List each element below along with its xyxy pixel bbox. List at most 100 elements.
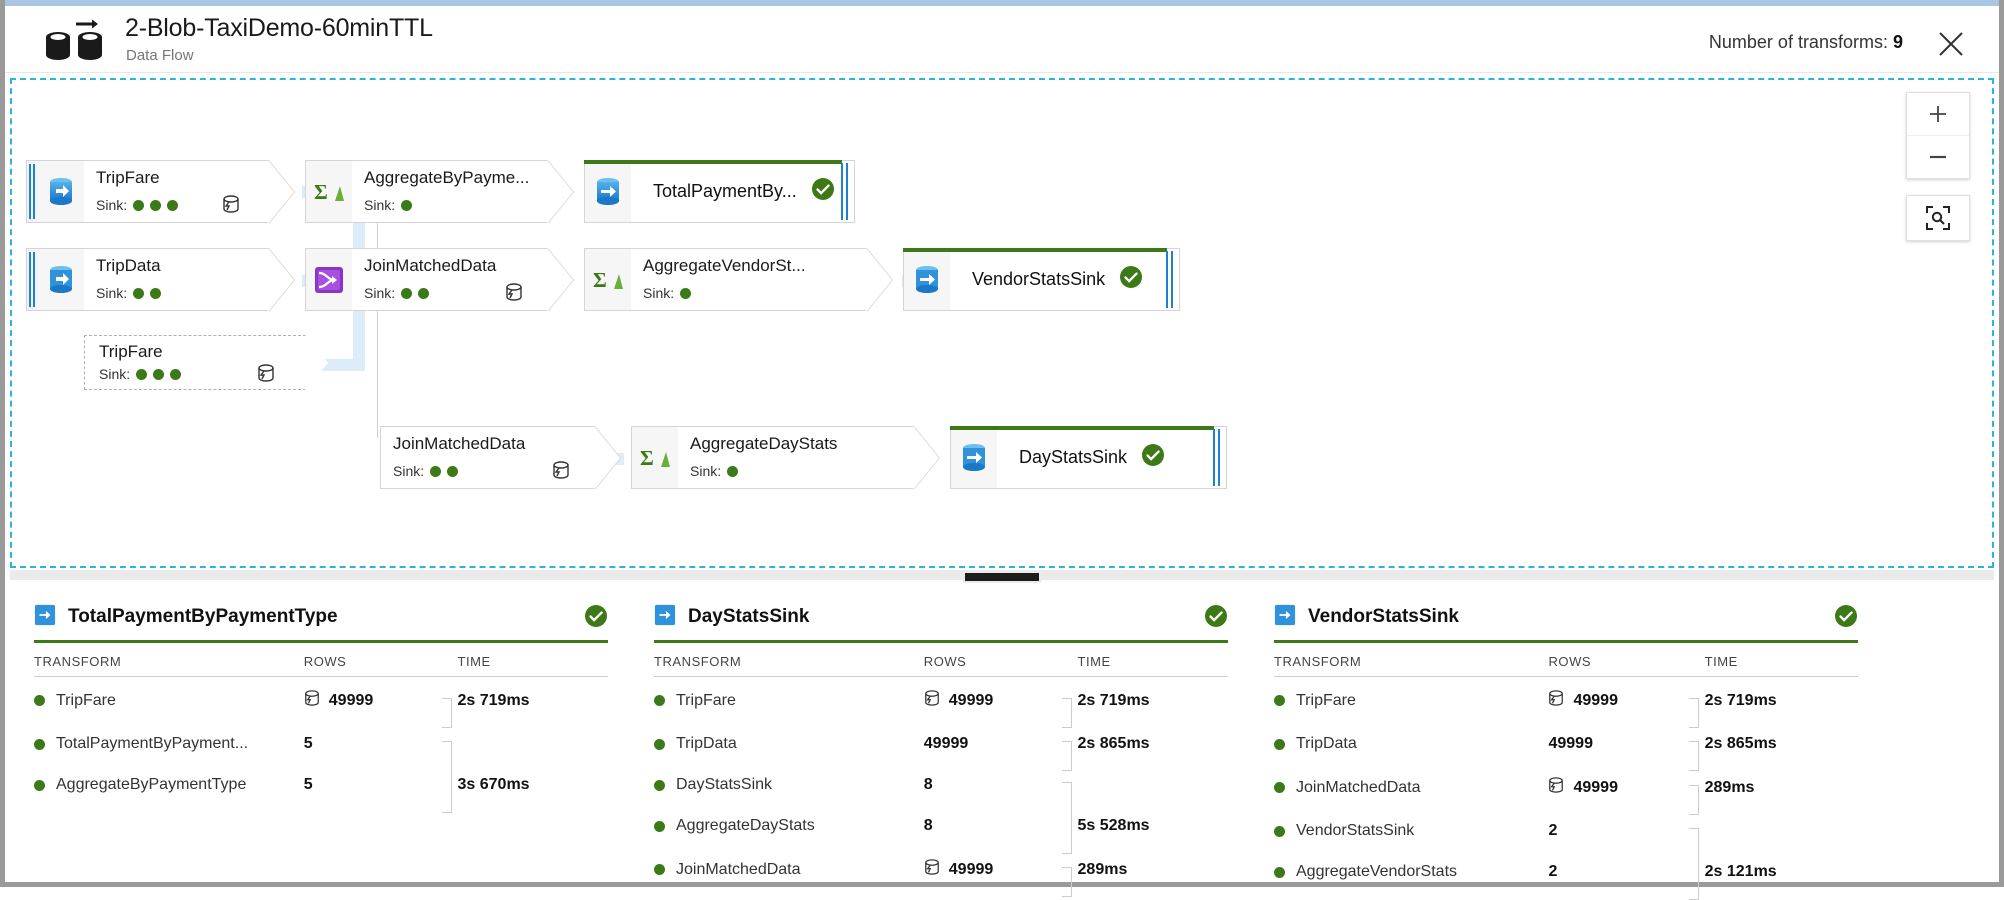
sink-dot xyxy=(727,465,739,477)
sink-edge-stripe xyxy=(841,163,852,220)
sink-dot xyxy=(153,368,165,380)
column-header-transform: TRANSFORM xyxy=(1274,645,1549,677)
cell-transform: JoinMatchedData xyxy=(1274,764,1548,810)
node-aggregate-vendor-stats[interactable]: AggregateVendorSt... Sink: xyxy=(631,248,867,311)
node-tripfare[interactable]: TripFare Sink: xyxy=(84,160,269,223)
cell-transform: DayStatsSink xyxy=(654,764,924,805)
time-value: 2s 719ms xyxy=(457,691,530,709)
node-aggregate-by-payment[interactable]: AggregateByPayme... Sink: xyxy=(352,160,548,223)
node-total-payment-sink[interactable]: TotalPaymentBy... xyxy=(584,160,855,223)
page-title: 2-Blob-TaxiDemo-60minTTL xyxy=(125,14,433,42)
sink-database-icon xyxy=(34,604,56,631)
cell-rows: 49999 xyxy=(1548,677,1688,724)
node-join-matched-data-2[interactable]: JoinMatchedData Sink: xyxy=(380,426,595,489)
node-name: AggregateByPayme... xyxy=(364,168,530,187)
node-tripdata[interactable]: TripData Sink: xyxy=(84,248,269,311)
cell-time: 2s 121ms xyxy=(1689,851,1858,892)
source-grip-tripfare[interactable] xyxy=(26,160,38,223)
time-value: 289ms xyxy=(1704,778,1755,796)
pipeline-row-3: JoinMatchedData Sink: Σ xyxy=(380,426,1227,489)
sink-label: Sink: xyxy=(99,366,131,382)
node-name: JoinMatchedData xyxy=(364,256,497,275)
zoom-in-button[interactable] xyxy=(1907,93,1969,135)
sink-dot xyxy=(133,287,145,299)
table-row[interactable]: TotalPaymentByPayment... 5 xyxy=(34,723,608,813)
success-check-icon xyxy=(1141,443,1165,472)
cell-time: 2s 865ms xyxy=(1688,723,1858,771)
rows-value: 8 xyxy=(923,776,933,793)
cached-sink-icon xyxy=(1548,689,1564,712)
column-header-time: TIME xyxy=(1688,645,1858,677)
source-database-icon xyxy=(38,248,84,311)
node-join-matched-data-1[interactable]: JoinMatchedData Sink: xyxy=(352,248,548,311)
header-bar: 2-Blob-TaxiDemo-60minTTL Data Flow Numbe… xyxy=(5,6,1999,73)
sink-dot xyxy=(170,368,182,380)
node-name: TotalPaymentBy... xyxy=(653,181,797,201)
rows-value: 8 xyxy=(923,817,933,834)
cell-time: 3s 670ms xyxy=(442,764,608,805)
close-icon[interactable] xyxy=(1931,24,1971,64)
status-dot xyxy=(654,864,665,875)
aggregate-icon: Σ xyxy=(305,160,352,223)
panel-rule xyxy=(1274,640,1858,643)
node-tripfare-ghost[interactable]: TripFare Sink: xyxy=(84,335,328,391)
panel-title: DayStatsSink xyxy=(688,606,810,627)
cell-transform: JoinMatchedData xyxy=(654,846,924,892)
splitter-grip[interactable] xyxy=(963,571,1041,583)
cell-time: 5s 528ms xyxy=(1062,805,1228,846)
status-dot xyxy=(34,779,45,791)
time-value: 5s 528ms xyxy=(1077,817,1150,834)
fit-to-screen-button[interactable] xyxy=(1906,195,1970,241)
time-value: 3s 670ms xyxy=(457,776,530,793)
pipeline-row-1: TripFare Sink: Σ xyxy=(26,160,855,223)
cell-rows: 5 xyxy=(304,764,442,805)
node-name: AggregateDayStats xyxy=(690,434,838,453)
lane-divider-upper xyxy=(377,208,378,438)
panel-splitter[interactable] xyxy=(10,570,1994,583)
zoom-out-button[interactable] xyxy=(1907,135,1969,178)
column-header-rows: ROWS xyxy=(303,645,442,677)
table-header-row: TRANSFORM ROWS TIME xyxy=(654,645,1228,677)
sink-edge-stripe xyxy=(1213,429,1224,486)
node-name: TripFare xyxy=(99,342,163,361)
sink-label: Sink: xyxy=(690,463,722,479)
cell-time: 289ms xyxy=(1061,846,1228,897)
cell-transform: TotalPaymentByPayment... xyxy=(34,723,304,764)
cached-sink-icon xyxy=(924,858,940,881)
column-header-rows: ROWS xyxy=(923,645,1062,677)
rows-value: 5 xyxy=(303,776,313,793)
time-value: 2s 719ms xyxy=(1077,691,1150,709)
data-flow-canvas[interactable]: TripFare Sink: Σ xyxy=(10,78,1994,568)
time-value: 2s 865ms xyxy=(1077,735,1150,752)
source-grip-tripdata[interactable] xyxy=(26,248,38,311)
sink-dot xyxy=(401,199,413,211)
cell-time: 2s 719ms xyxy=(441,677,608,728)
time-group-bracket xyxy=(1061,697,1072,728)
cell-time: 2s 719ms xyxy=(1688,677,1858,728)
lane-divider-lower xyxy=(377,418,378,438)
node-aggregate-day-stats[interactable]: AggregateDayStats Sink: xyxy=(678,426,914,489)
node-day-stats-sink[interactable]: DayStatsSink xyxy=(950,426,1227,489)
transform-count-label: Number of transforms: xyxy=(1708,32,1888,52)
transform-name: JoinMatchedData xyxy=(1296,778,1421,796)
transform-name: TripFare xyxy=(676,691,736,709)
panel-title: TotalPaymentByPaymentType xyxy=(68,606,338,627)
sink-label: Sink: xyxy=(96,285,128,301)
column-header-time: TIME xyxy=(441,645,608,677)
node-vendor-stats-sink[interactable]: VendorStatsSink xyxy=(903,248,1180,311)
